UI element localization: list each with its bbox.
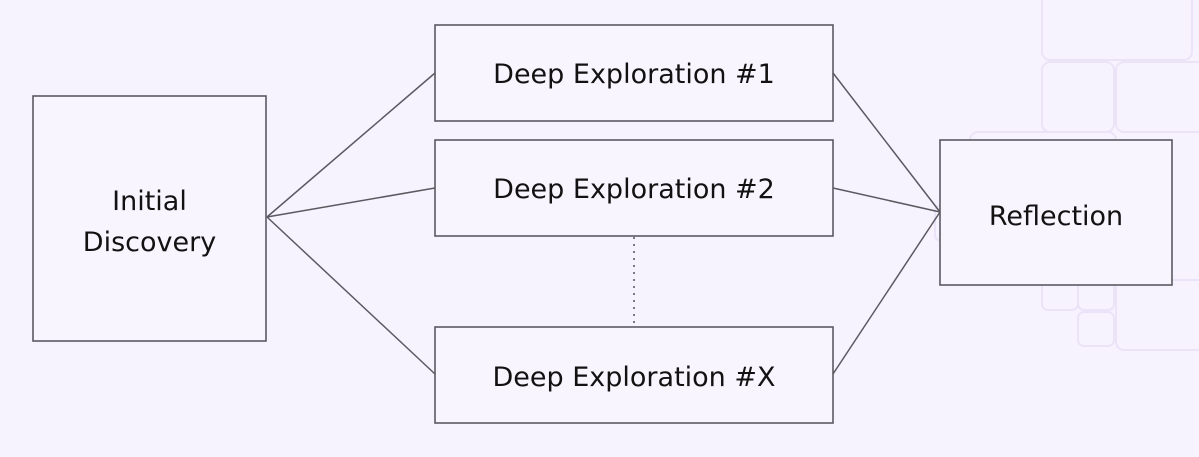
node-reflection: Reflection [939,139,1173,286]
node-deep-exploration-1-label: Deep Exploration #1 [493,59,775,90]
node-deep-exploration-x: Deep Exploration #X [434,326,834,424]
edge-deep1-to-reflection [832,72,941,213]
connectors [266,72,941,375]
node-deep-exploration-2: Deep Exploration #2 [434,139,834,237]
edge-deepx-to-reflection [832,211,941,375]
edge-deep2-to-reflection [832,187,941,213]
edge-initial-to-deep1 [266,72,436,218]
edge-initial-to-deep2 [266,187,436,218]
node-initial-discovery-line1: Initial [112,186,187,217]
node-initial-discovery-line2: Discovery [83,227,216,258]
node-deep-exploration-x-label: Deep Exploration #X [493,362,776,393]
node-reflection-label: Reflection [989,201,1123,232]
node-deep-exploration-2-label: Deep Exploration #2 [493,174,775,205]
edge-initial-to-deepx [266,216,436,375]
node-deep-exploration-1: Deep Exploration #1 [434,24,834,122]
node-initial-discovery: Initial Discovery [32,95,267,342]
